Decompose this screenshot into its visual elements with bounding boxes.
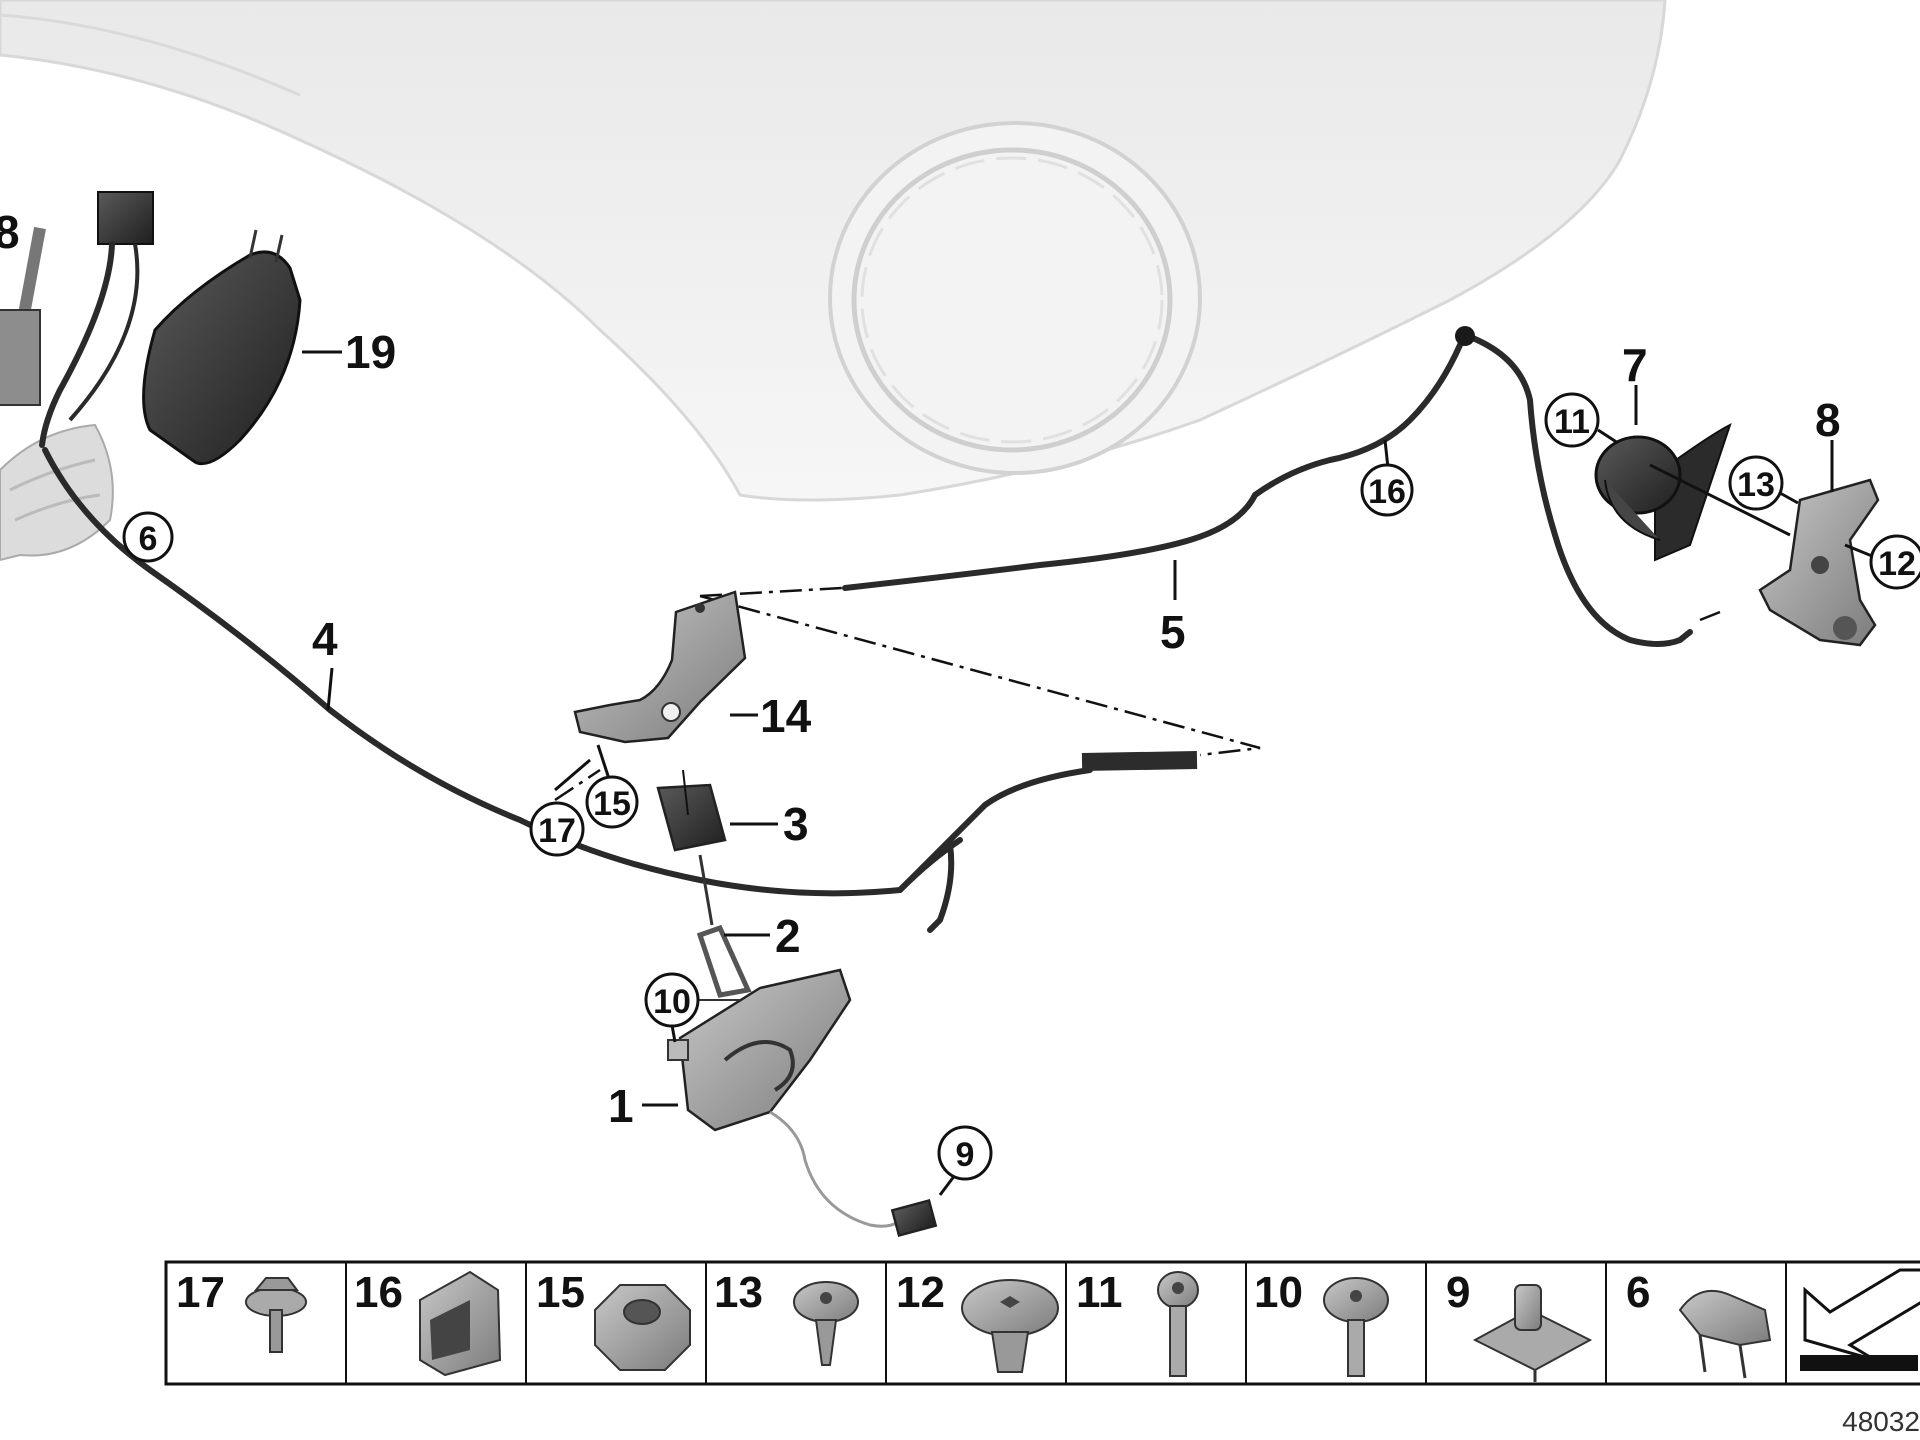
callout-17-circle: 17 <box>529 801 585 857</box>
hex-nut-icon <box>594 1284 691 1371</box>
legend-label: 17 <box>176 1268 225 1317</box>
legend-label: 9 <box>1446 1268 1470 1317</box>
callout-12-circle: 12 <box>1844 534 1920 590</box>
legend-label: 6 <box>1626 1268 1650 1317</box>
callout-13-circle: 13 <box>1728 455 1799 511</box>
release-cable-5-end <box>1462 332 1693 647</box>
bonnet-panel <box>0 0 1667 502</box>
plug-connector-part: 9 <box>890 1125 993 1238</box>
legend-cell-12: 12 <box>896 1268 1059 1373</box>
release-cable-branch <box>897 837 963 933</box>
callout-16: 16 <box>1368 473 1406 511</box>
torx-bolt-icon <box>1157 1271 1199 1377</box>
legend-label: 12 <box>896 1268 945 1317</box>
callout-6-circle: 6 <box>122 511 174 563</box>
expanding-rivet-icon <box>961 1279 1059 1373</box>
support-strut-partial: 8 <box>0 206 46 406</box>
legend-cell-13: 13 <box>714 1268 859 1366</box>
callout-14: 14 <box>760 690 812 742</box>
hardware-legend-strip: 17 16 15 13 <box>164 1260 1920 1386</box>
legend-cell-10: 10 <box>1254 1268 1389 1377</box>
callout-10-circle: 10 <box>644 972 700 1043</box>
callout-3: 3 <box>783 798 809 850</box>
callout-2: 2 <box>775 910 801 962</box>
legend-cell-11: 11 <box>1076 1268 1199 1377</box>
callout-18-partial: 8 <box>0 206 20 258</box>
legend-cell-arrow <box>1800 1268 1920 1371</box>
callout-7: 7 <box>1622 339 1648 391</box>
legend-label: 16 <box>354 1268 403 1317</box>
cable-holder-icon <box>1678 1290 1772 1379</box>
release-handle-part: 7 <box>1594 339 1791 562</box>
legend-cell-6: 6 <box>1626 1268 1772 1379</box>
torx-collar-screw-icon <box>1323 1277 1389 1377</box>
release-rod-part: 2 <box>696 854 801 998</box>
switch-module <box>39 191 154 448</box>
callout-1: 1 <box>608 1080 634 1132</box>
legend-label: 15 <box>536 1268 585 1317</box>
callout-15-circle: 15 <box>585 775 639 829</box>
spring-clip-icon <box>419 1270 502 1377</box>
hood-lock-part: 1 <box>608 968 907 1228</box>
legend-label: 10 <box>1254 1268 1303 1317</box>
callout-10: 10 <box>653 983 691 1021</box>
callout-8: 8 <box>1815 394 1841 446</box>
document-number: 48032 <box>1842 1406 1920 1437</box>
callout-13: 13 <box>1737 466 1775 504</box>
handle-bracket-part: 8 <box>1758 394 1880 647</box>
callout-15: 15 <box>593 785 631 823</box>
callout-5: 5 <box>1160 606 1186 658</box>
legend-cell-17: 17 <box>176 1268 307 1353</box>
hex-flange-bolt-icon <box>245 1277 307 1353</box>
callout-16-circle: 16 <box>1360 463 1414 517</box>
cable-clip-icon <box>1472 1284 1593 1382</box>
cable-sleeve <box>1081 751 1198 772</box>
release-cable-5 <box>842 342 1463 591</box>
torx-washer-screw-icon <box>793 1281 859 1366</box>
hinge-mechanism-partial <box>0 423 114 562</box>
callout-19: 19 <box>345 326 396 378</box>
forward-arrow-icon <box>1800 1268 1920 1371</box>
legend-cell-16: 16 <box>354 1268 502 1377</box>
callout-4: 4 <box>312 613 338 665</box>
legend-cell-15: 15 <box>536 1268 691 1371</box>
callout-11-circle: 11 <box>1544 392 1619 448</box>
legend-cell-9: 9 <box>1446 1268 1593 1382</box>
legend-label: 11 <box>1076 1268 1123 1317</box>
callout-17: 17 <box>538 812 576 850</box>
insulating-cover-part: 19 <box>142 229 396 466</box>
clamp-part: 3 <box>656 769 809 852</box>
callout-9: 9 <box>956 1136 975 1174</box>
lock-bracket-part: 14 <box>573 590 812 744</box>
cable-eyelet <box>1455 326 1475 346</box>
callout-11: 11 <box>1554 403 1590 441</box>
callout-12: 12 <box>1878 545 1916 583</box>
legend-label: 13 <box>714 1268 763 1317</box>
connection-lines <box>554 586 1721 802</box>
callout-6: 6 <box>139 520 158 558</box>
